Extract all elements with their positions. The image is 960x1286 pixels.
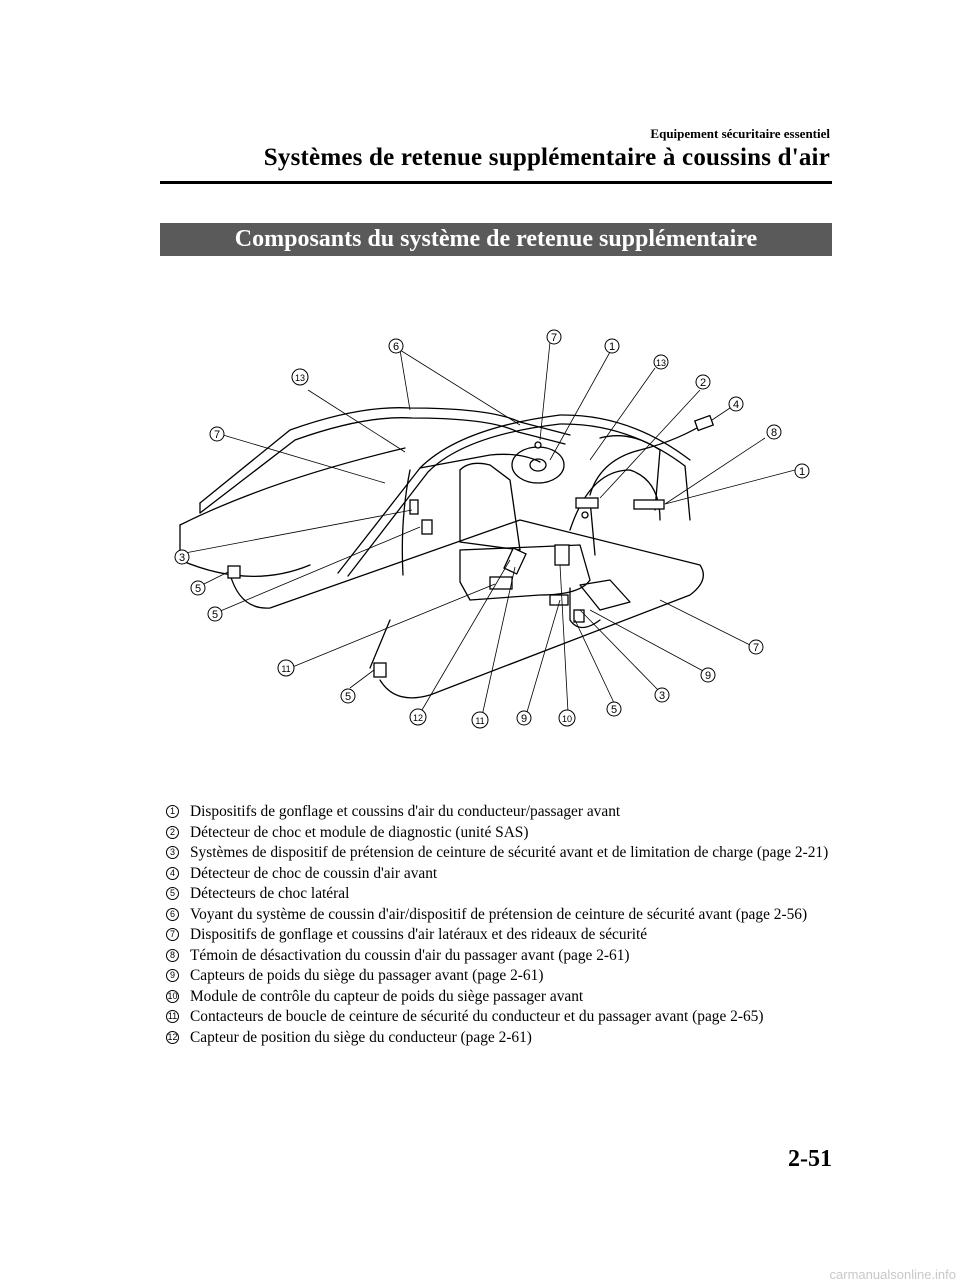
callout-labels: 6 7 1 13 2 4 8 1 13 7 3 5 5 11 5 12 11 9 10 5 3 9 7: [179, 332, 805, 726]
diagram-callout: 5: [611, 704, 617, 716]
legend-text: Capteur de position du siège du conducte…: [190, 1029, 532, 1046]
diagram-callout: 8: [771, 427, 777, 439]
passenger-airbag-off-indicator: [634, 500, 664, 509]
door-line: [180, 448, 405, 525]
legend-text: Systèmes de dispositif de prétension de …: [190, 844, 828, 861]
callout-number: 3: [166, 846, 179, 859]
srs-components-diagram: 6 7 1 13 2 4 8 1 13 7 3 5 5 11 5 12 11 9 10 5 3 9 7: [160, 320, 832, 740]
legend-item: 10 Module de contrôle du capteur de poids…: [160, 987, 840, 1008]
running-header-section: Equipement sécuritaire essentiel: [650, 126, 830, 142]
buckle-switch-a: [490, 577, 512, 589]
callout-number: 10: [166, 990, 179, 1003]
legend-item: 9 Capteurs de poids du siège du passager …: [160, 966, 840, 987]
section-banner: Composants du système de retenue supplém…: [160, 223, 832, 256]
running-header-title: Systèmes de retenue supplémentaire à cou…: [264, 144, 830, 172]
diagram-callout: 6: [393, 341, 399, 353]
legend-item: 7 Dispositifs de gonflage et coussins d'a…: [160, 925, 840, 946]
diagram-callout: 11: [281, 664, 290, 674]
watermark: carmanualsonline.info: [830, 1267, 956, 1282]
diagram-callout: 12: [413, 713, 423, 723]
callout-number: 4: [166, 867, 179, 880]
callout-number: 12: [166, 1031, 179, 1044]
side-crash-sensor-b: [374, 663, 386, 677]
front-crash-sensor: [695, 416, 713, 431]
callout-number: 7: [166, 928, 179, 941]
diagram-callout: 7: [551, 332, 557, 344]
callout-number: 11: [166, 1010, 179, 1023]
diagram-callout: 13: [295, 373, 305, 383]
legend-text: Détecteur de choc et module de diagnosti…: [190, 824, 529, 841]
legend-item: 11 Contacteurs de boucle de ceinture de s…: [160, 1007, 840, 1028]
legend-text: Module de contrôle du capteur de poids d…: [190, 988, 583, 1005]
callout-number: 6: [166, 908, 179, 921]
legend-text: Voyant du système de coussin d'air/dispo…: [190, 906, 807, 923]
diagram-callout: 7: [753, 642, 759, 654]
diagram-callout: 9: [521, 713, 527, 725]
legend-item: 8 Témoin de désactivation du coussin d'ai…: [160, 946, 840, 967]
legend-text: Témoin de désactivation du coussin d'air…: [190, 947, 630, 964]
diagram-callout: 2: [700, 377, 706, 389]
legend-item: 5 Détecteurs de choc latéral: [160, 884, 840, 905]
diagram-callout: 1: [799, 466, 805, 478]
legend-text: Capteurs de poids du siège du passager a…: [190, 967, 543, 984]
buckle-switch-b: [504, 548, 526, 574]
legend-item: 4 Détecteur de choc de coussin d'air avan…: [160, 864, 840, 885]
callout-number: 1: [166, 805, 179, 818]
weight-control-module: [555, 545, 569, 565]
diagram-callout: 4: [733, 399, 739, 411]
diagram-callout: 5: [345, 691, 351, 703]
legend-item: 3 Systèmes de dispositif de prétension de…: [160, 843, 840, 864]
diagram-callout: 11: [475, 716, 484, 726]
diagram-callout: 5: [212, 609, 218, 621]
callout-number: 9: [166, 969, 179, 982]
header-rule: [160, 181, 832, 184]
floor-outline: [230, 520, 703, 698]
diagram-callout: 3: [179, 552, 185, 564]
callout-number: 8: [166, 949, 179, 962]
legend-item: 2 Détecteur de choc et module de diagnost…: [160, 823, 840, 844]
steering-wheel: [512, 447, 564, 483]
sensor-module: [576, 498, 598, 508]
legend-item: 12 Capteur de position du siège du conduc…: [160, 1028, 840, 1049]
side-crash-sensor-a: [228, 566, 240, 578]
driver-seat: [460, 463, 520, 550]
legend-text: Dispositifs de gonflage et coussins d'ai…: [190, 803, 620, 820]
callout-number: 5: [166, 887, 179, 900]
diagram-callout: 1: [609, 341, 615, 353]
legend-item: 1 Dispositifs de gonflage et coussins d'a…: [160, 802, 840, 823]
diagram-callout: 10: [562, 714, 572, 724]
diagram-callout: 7: [214, 429, 220, 441]
legend-text: Dispositifs de gonflage et coussins d'ai…: [190, 926, 647, 943]
legend-text: Détecteurs de choc latéral: [190, 885, 349, 902]
legend-text: Détecteur de choc de coussin d'air avant: [190, 865, 437, 882]
legend-text: Contacteurs de boucle de ceinture de séc…: [190, 1008, 764, 1025]
windshield-inner: [420, 454, 540, 468]
callout-number: 2: [166, 826, 179, 839]
page-number: 2-51: [788, 1146, 832, 1173]
diagram-callout: 3: [659, 690, 665, 702]
diagram-callout: 13: [656, 358, 666, 368]
diagram-callout: 5: [195, 583, 201, 595]
diagram-callout: 9: [705, 670, 711, 682]
legend-item: 6 Voyant du système de coussin d'air/disp…: [160, 905, 840, 926]
